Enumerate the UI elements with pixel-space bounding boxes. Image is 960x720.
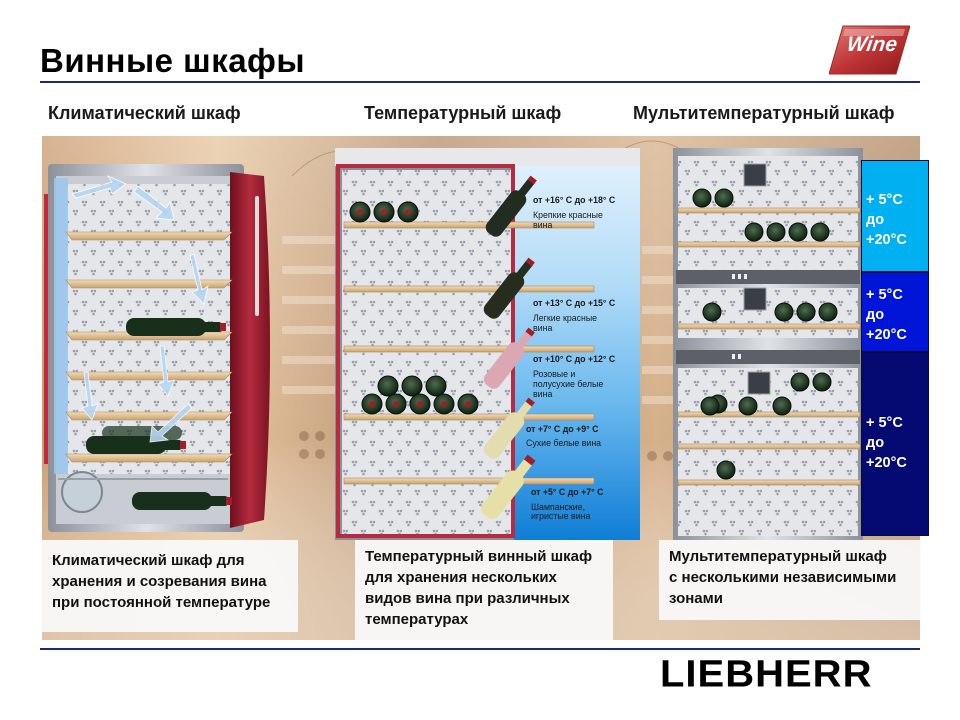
zone-label-1: от +16° С до +18° С Крепкие красные вина: [533, 195, 637, 230]
zone-label-2: от +13° С до +15° С Легкие красные вина: [533, 298, 637, 333]
heading-temperature-cabinet: Температурный шкаф: [364, 103, 562, 123]
caption-multi-temperature-cabinet: Мультитемпературный шкаф с несколькими н…: [659, 540, 921, 620]
caption-multi-text: Мультитемпературный шкаф с несколькими н…: [669, 548, 897, 607]
heading-climate-cabinet: Климатический шкаф: [48, 103, 241, 123]
zone-wine-2: Легкие красные вина: [533, 313, 598, 333]
zone-wine-3: Розовые и полусухие белые вина: [533, 369, 604, 399]
caption-temperature-text: Температурный винный шкаф для хранения н…: [365, 548, 593, 628]
footer-divider: [40, 648, 920, 650]
multi-zone-panel-2: + 5°C до +20°C: [861, 272, 929, 352]
caption-climate-cabinet: Климатический шкаф для хранения и созрев…: [42, 540, 298, 632]
zone-wine-1: Крепкие красные вина: [533, 210, 603, 230]
zone-range-1: от +16° С до +18° С: [533, 195, 616, 205]
zone-label-3: от +10° С до +12° С Розовые и полусухие …: [533, 354, 637, 399]
slide-title: Винные шкафы: [40, 42, 306, 79]
zone-label-4: от +7° С до +9° С Сухие белые вина: [526, 424, 636, 448]
zone-wine-4: Сухие белые вина: [526, 438, 602, 448]
multi-zone-panel-1: + 5°C до +20°C: [861, 160, 929, 272]
zone-wine-5: Шампанские, игристые вина: [531, 502, 591, 521]
zone-range-5: от +5° С до +7° С: [531, 487, 604, 497]
zone-range-3: от +10° С до +12° С: [533, 354, 616, 364]
multi-zone-panel-3: + 5°C до +20°C: [861, 352, 929, 536]
zone-range-2: от +13° С до +15° С: [533, 298, 616, 308]
heading-multi-temperature-cabinet: Мультитемпературный шкаф: [633, 103, 895, 123]
zone-label-5: от +5° С до +7° С Шампанские, игристые в…: [531, 488, 635, 521]
caption-climate-text: Климатический шкаф для хранения и созрев…: [52, 552, 271, 611]
zone-range-4: от +7° С до +9° С: [526, 424, 599, 434]
wine-logo: [829, 25, 910, 75]
caption-temperature-cabinet: Температурный винный шкаф для хранения н…: [355, 540, 613, 640]
wine-logo-text: Wine: [845, 33, 899, 56]
title-divider: [40, 81, 920, 83]
liebherr-logo: LIEBHERR: [660, 653, 873, 695]
